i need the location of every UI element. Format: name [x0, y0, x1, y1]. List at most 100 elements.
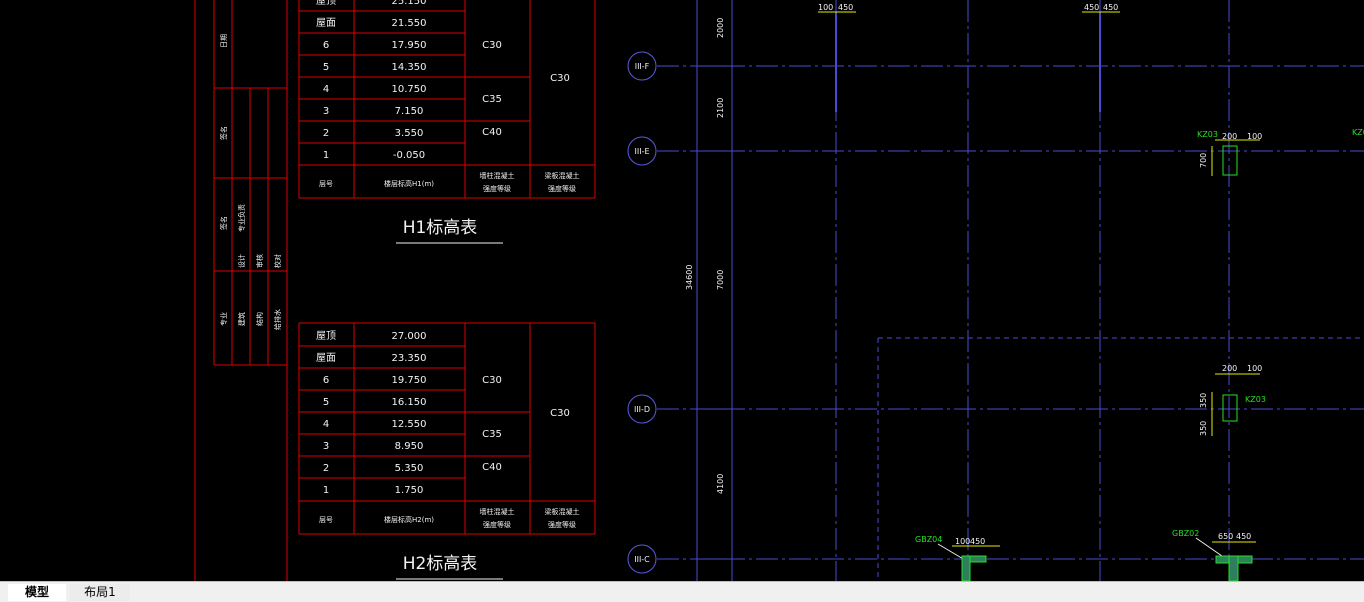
table-cell-floor: 3 [323, 441, 329, 452]
axis-bubble-iii-e[interactable]: III-E [627, 136, 657, 166]
table-cell-elevation: 10.750 [392, 84, 427, 95]
dim-total: 34600 [685, 265, 694, 290]
title-block-c4: 给排水 [273, 309, 282, 330]
table-cell-floor: 屋面 [316, 17, 336, 29]
title-block-c3: 结构 [255, 312, 264, 326]
table-header-floor: 层号 [319, 180, 333, 188]
table-cell-wall-grade: C35 [482, 94, 502, 105]
table-cell-wall-grade: C40 [482, 462, 502, 473]
table-header-elev: 楼层标高H2(m) [384, 515, 434, 524]
table-cell-wall-grade: C35 [482, 429, 502, 440]
table-title-h2: H2标高表 [403, 554, 478, 574]
kz03-dim-h: 700 [1199, 153, 1208, 168]
table-title-h1: H1标高表 [403, 218, 478, 238]
table-header-wall: 强度等级 [483, 184, 511, 193]
table-header-floor: 层号 [319, 516, 333, 524]
kz-edge-label: KZ0 [1352, 128, 1364, 137]
table-cell-wall-grade: C30 [482, 375, 502, 386]
table-cell-elevation: 12.550 [392, 419, 427, 430]
table-cell-floor: 4 [323, 419, 329, 430]
gbz02-dim-b: 450 [1236, 532, 1251, 541]
dim-top-a2: 450 [838, 3, 853, 12]
kz03-dim-b: 100 [1247, 132, 1262, 141]
table-cell-wall-grade: C40 [482, 127, 502, 138]
kz03-label: KZ03 [1197, 130, 1218, 139]
table-cell-floor: 1 [323, 485, 329, 496]
table-cell-floor: 屋顶 [316, 0, 336, 7]
gbz02-dim-a: 650 [1218, 532, 1233, 541]
axis-bubble-iii-d[interactable]: III-D [627, 394, 657, 424]
title-block-c1: 专业 [219, 312, 228, 326]
table-cell-elevation: 23.350 [392, 353, 427, 364]
table-cell-elevation: 21.550 [392, 18, 427, 29]
table-cell-elevation: 1.750 [395, 485, 424, 496]
dim-top-b1: 450 [1084, 3, 1099, 12]
axis-label: III-D [634, 405, 650, 414]
table-cell-elevation: 5.350 [395, 463, 424, 474]
table-cell-elevation: 17.950 [392, 40, 427, 51]
table-header-slab: 梁板混凝土 [545, 507, 580, 516]
kz03-dim-a: 200 [1222, 364, 1237, 373]
tab-model[interactable]: 模型 [8, 584, 66, 601]
dim-2000: 2000 [716, 18, 725, 38]
axis-label: III-E [634, 147, 649, 156]
table-cell-floor: 6 [323, 375, 329, 386]
table-cell-slab-grade: C30 [550, 408, 570, 419]
gbz02-label: GBZ02 [1172, 529, 1199, 538]
table-header-elev: 楼层标高H1(m) [384, 179, 434, 188]
kz03-dim-h1: 350 [1199, 393, 1208, 408]
table-header-slab: 梁板混凝土 [545, 171, 580, 180]
title-block-date: 日期 [220, 34, 228, 48]
column-gbz04[interactable]: GBZ04 100 450 [915, 535, 1000, 581]
gbz04-label: GBZ04 [915, 535, 942, 544]
axis-label: III-F [635, 62, 650, 71]
dim-top-a1: 100 [818, 3, 833, 12]
table-header-wall: 强度等级 [483, 520, 511, 529]
table-cell-elevation: 8.950 [395, 441, 424, 452]
title-block-c2: 建筑 [237, 312, 246, 326]
title-block-role: 专业负责 [237, 204, 246, 232]
dim-4100: 4100 [716, 474, 725, 494]
table-cell-floor: 3 [323, 106, 329, 117]
axis-label: III-C [634, 555, 650, 564]
table-cell-elevation: 3.550 [395, 128, 424, 139]
table-header-wall: 墙柱混凝土 [480, 171, 515, 180]
table-cell-elevation: 16.150 [392, 397, 427, 408]
table-cell-elevation: 25.150 [392, 0, 427, 7]
table-header-slab: 强度等级 [548, 184, 576, 193]
table-cell-floor: 屋顶 [316, 330, 336, 342]
kz03-dim-h2: 350 [1199, 421, 1208, 436]
layout-tab-bar: 模型 布局1 [0, 581, 1364, 602]
dim-2100: 2100 [716, 98, 725, 118]
table-cell-elevation: 19.750 [392, 375, 427, 386]
axis-bubble-iii-c[interactable]: III-C [627, 544, 657, 574]
table-cell-elevation: 7.150 [395, 106, 424, 117]
kz03-label: KZ03 [1245, 395, 1266, 404]
gbz04-dim-b: 450 [970, 537, 985, 546]
table-cell-floor: 5 [323, 397, 329, 408]
kz03-dim-b: 100 [1247, 364, 1262, 373]
tab-layout1[interactable]: 布局1 [70, 584, 130, 601]
table-cell-wall-grade: C30 [482, 40, 502, 51]
table-cell-elevation: 14.350 [392, 62, 427, 73]
column-kz03-upper[interactable]: KZ03 200 100 700 [1197, 130, 1262, 176]
table-header-slab: 强度等级 [548, 520, 576, 529]
table-header-wall: 墙柱混凝土 [480, 507, 515, 516]
table-cell-floor: 1 [323, 150, 329, 161]
title-block-sign: 签名 [219, 126, 228, 140]
table-cell-elevation: -0.050 [393, 150, 425, 161]
table-cell-floor: 6 [323, 40, 329, 51]
column-kz03-lower[interactable]: KZ03 200 100 350 350 [1199, 364, 1266, 436]
dim-7000: 7000 [716, 270, 725, 290]
structural-plan[interactable]: III-F III-E III-D III-C 2000 2100 7000 4… [627, 0, 1364, 581]
title-block-role: 校对 [273, 254, 282, 268]
table-cell-floor: 2 [323, 128, 329, 139]
axis-bubble-iii-f[interactable]: III-F [627, 51, 657, 81]
column-gbz02[interactable]: GBZ02 650 450 [1172, 529, 1256, 581]
table-cell-elevation: 27.000 [392, 331, 427, 342]
dim-top-b2: 450 [1103, 3, 1118, 12]
title-block-role: 设计 [237, 254, 246, 268]
